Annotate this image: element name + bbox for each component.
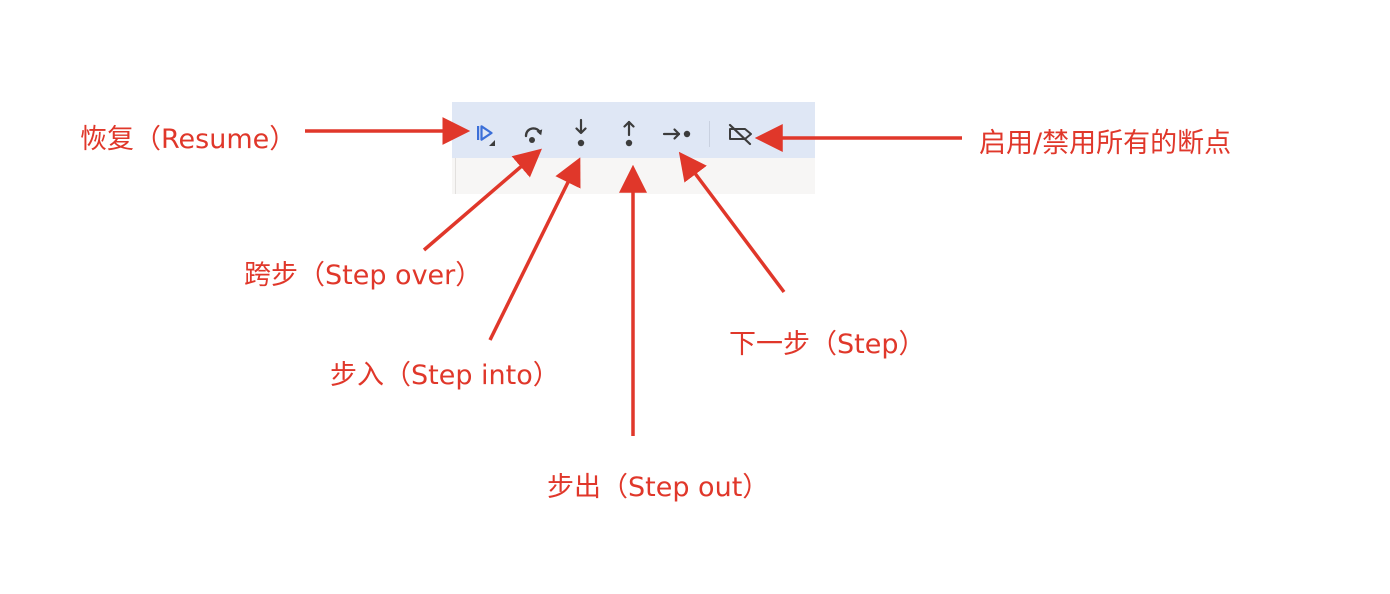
step-icon [662, 128, 691, 140]
step-label: 下一步（Step） [729, 329, 926, 360]
step-out-label: 步出（Step out） [547, 472, 770, 503]
resume-icon [477, 125, 495, 146]
resume-button[interactable] [468, 118, 500, 150]
toggle-breakpoints-button[interactable] [724, 118, 756, 150]
toolbar-separator [709, 121, 710, 147]
breakpoints-off-icon [728, 123, 752, 146]
step-into-icon [575, 118, 587, 147]
step-out-icon [623, 120, 635, 147]
step-into-label: 步入（Step into） [330, 360, 560, 391]
step-over-label: 跨步（Step over） [244, 260, 483, 291]
debugger-subpanel [452, 158, 815, 194]
subpanel-divider [455, 158, 456, 194]
resume-label: 恢复（Resume） [80, 124, 297, 155]
step-out-button[interactable] [613, 118, 645, 150]
step-over-icon [524, 127, 543, 143]
step-over-button[interactable] [517, 118, 549, 150]
toggle-breakpoints-label: 启用/禁用所有的断点 [979, 128, 1232, 159]
step-into-button[interactable] [565, 118, 597, 150]
step-button[interactable] [662, 118, 694, 150]
